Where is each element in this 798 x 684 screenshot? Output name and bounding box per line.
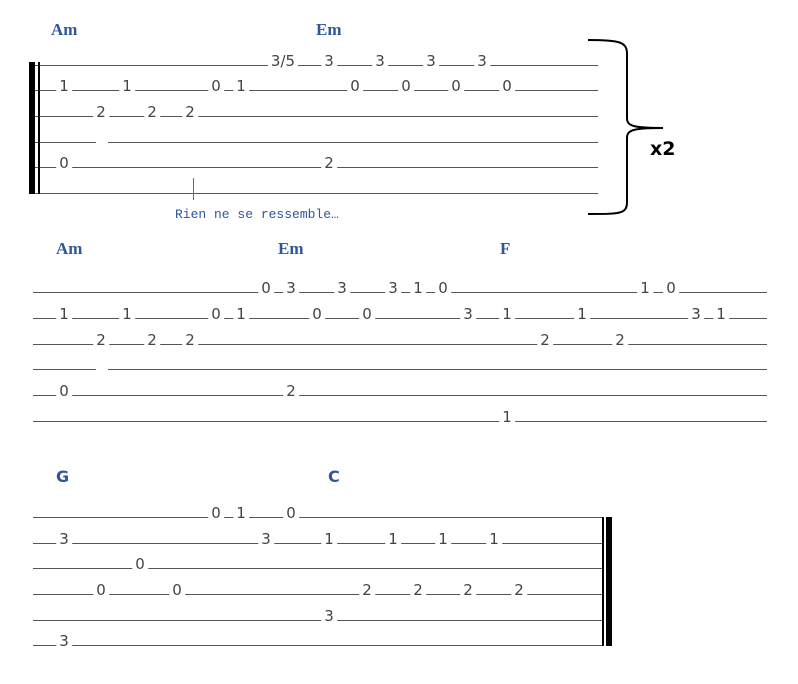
repeat-brace-icon xyxy=(587,39,664,215)
fret-number: 0 xyxy=(56,156,72,171)
fret-number: 1 xyxy=(486,532,502,547)
fret-number: 0 xyxy=(283,506,299,521)
fret-number: 3 xyxy=(56,532,72,547)
fret-number: 2 xyxy=(93,105,109,120)
fret-number: 3 xyxy=(56,634,72,649)
fret-number: 1 xyxy=(233,79,249,94)
string-line xyxy=(33,594,602,595)
fret-number: 3 xyxy=(283,281,299,296)
fret-number: 1 xyxy=(385,532,401,547)
string-line xyxy=(33,395,767,396)
fret-number: 1 xyxy=(56,307,72,322)
string-line xyxy=(33,517,602,518)
chord-label: Em xyxy=(278,239,304,258)
string-line xyxy=(33,645,602,646)
end-barline-thin xyxy=(602,517,604,646)
fret-number: 2 xyxy=(182,105,198,120)
string-line xyxy=(33,568,602,569)
chord-label: Am xyxy=(51,20,78,39)
fret-number: 2 xyxy=(321,156,337,171)
start-barline-thin xyxy=(38,62,40,194)
fret-number: 2 xyxy=(612,333,628,348)
fret-number: 0 xyxy=(208,506,224,521)
fret-number: 3 xyxy=(385,281,401,296)
chord-label: Am xyxy=(56,239,83,258)
fret-number: 0 xyxy=(208,307,224,322)
string-line xyxy=(33,65,598,66)
string-gap xyxy=(96,368,108,371)
fret-number: 0 xyxy=(499,79,515,94)
fret-number: 0 xyxy=(663,281,679,296)
fret-number: 0 xyxy=(93,583,109,598)
fret-number: 2 xyxy=(511,583,527,598)
fret-number: 1 xyxy=(233,307,249,322)
fret-number: 1 xyxy=(321,532,337,547)
string-line xyxy=(33,318,767,319)
fret-number: 2 xyxy=(283,384,299,399)
string-line xyxy=(33,142,598,143)
fret-number: 3 xyxy=(321,54,337,69)
fret-number: 0 xyxy=(359,307,375,322)
fret-number: 0 xyxy=(398,79,414,94)
fret-number: 1 xyxy=(637,281,653,296)
string-line xyxy=(33,193,598,194)
fret-number: 2 xyxy=(93,333,109,348)
fret-number: 2 xyxy=(537,333,553,348)
fret-number: 1 xyxy=(574,307,590,322)
fret-number: 3 xyxy=(258,532,274,547)
string-line xyxy=(33,167,598,168)
fret-number: 0 xyxy=(435,281,451,296)
chord-label: Em xyxy=(316,20,342,39)
fret-number: 1 xyxy=(435,532,451,547)
fret-number: 3 xyxy=(372,54,388,69)
string-line xyxy=(33,421,767,422)
fret-number: 2 xyxy=(359,583,375,598)
fret-number: 3 xyxy=(321,609,337,624)
fret-number: 3 xyxy=(334,281,350,296)
fret-number: 1 xyxy=(713,307,729,322)
fret-number: 1 xyxy=(499,410,515,425)
repeat-count: x2 xyxy=(650,138,676,160)
fret-number: 1 xyxy=(410,281,426,296)
fret-number: 2 xyxy=(410,583,426,598)
lyric-marker xyxy=(193,178,194,200)
string-line xyxy=(33,369,767,370)
fret-number: 0 xyxy=(132,557,148,572)
fret-number: 1 xyxy=(499,307,515,322)
fret-number: 2 xyxy=(144,333,160,348)
string-line xyxy=(33,620,602,621)
chord-label: F xyxy=(500,239,511,258)
fret-number: 2 xyxy=(182,333,198,348)
fret-number: 0 xyxy=(208,79,224,94)
lyric-text: Rien ne se ressemble… xyxy=(175,207,339,222)
string-line xyxy=(33,90,598,91)
fret-number: 1 xyxy=(119,79,135,94)
string-line xyxy=(33,344,767,345)
string-line xyxy=(33,116,598,117)
fret-number: 2 xyxy=(460,583,476,598)
fret-number: 3 xyxy=(460,307,476,322)
fret-number: 0 xyxy=(309,307,325,322)
fret-number: 1 xyxy=(56,79,72,94)
string-line xyxy=(33,543,602,544)
end-barline-thick xyxy=(606,517,612,646)
fret-number: 3 xyxy=(688,307,704,322)
fret-number: 0 xyxy=(347,79,363,94)
chord-label: C xyxy=(328,467,340,486)
chord-label: G xyxy=(56,467,70,486)
fret-number: 0 xyxy=(169,583,185,598)
fret-number: 0 xyxy=(448,79,464,94)
fret-number: 0 xyxy=(56,384,72,399)
fret-number: 3/5 xyxy=(267,54,299,69)
fret-number: 3 xyxy=(423,54,439,69)
fret-number: 1 xyxy=(233,506,249,521)
fret-number: 1 xyxy=(119,307,135,322)
start-repeat-barline xyxy=(29,62,35,194)
fret-number: 0 xyxy=(258,281,274,296)
string-gap xyxy=(96,141,108,144)
fret-number: 2 xyxy=(144,105,160,120)
fret-number: 3 xyxy=(474,54,490,69)
